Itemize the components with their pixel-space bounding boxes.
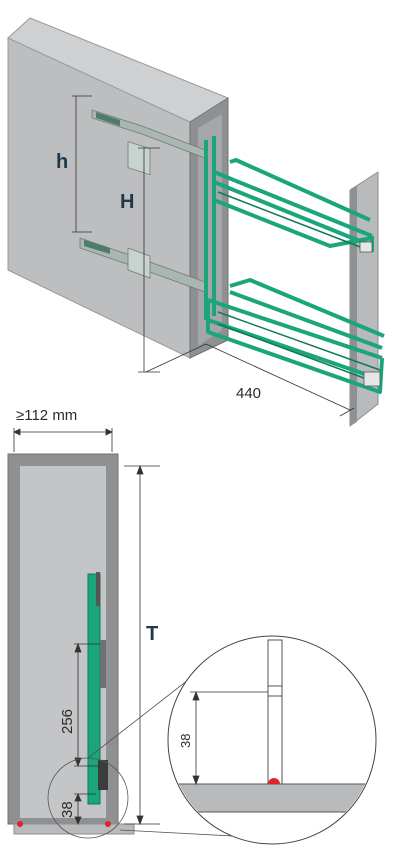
detail-panel-cap [267,685,283,697]
detail-marker [268,778,280,784]
label-spacing: 256 [59,709,76,734]
front-elevation: ≥112 mm T 256 [7,407,377,845]
dimension-H [138,147,160,373]
dimension-bottom-offset [74,792,96,826]
label-depth: 440 [236,385,261,402]
dimension-h [72,95,92,233]
pullout-bracket-bottom [98,760,108,790]
basket-inner-rails [217,191,381,385]
upper-runner [91,109,206,176]
pullout-runner [96,572,100,606]
label-detail-offset: 38 [178,734,193,748]
label-min-width: ≥112 mm [16,407,77,424]
detail-panel [267,639,283,785]
dimension-depth [145,343,355,417]
detail-magnify: 38 [167,635,377,845]
pullout-door-face [350,186,357,426]
detail-dimension [190,690,268,786]
label-T: T [146,623,158,645]
detail-floor [169,783,375,813]
pullout-green-panel [87,573,101,805]
label-bottom-offset: 38 [59,801,76,818]
pullout-bracket-top [100,640,106,688]
marker-dot-right [105,821,111,827]
upper-clip [359,241,373,253]
dimension-T [124,464,160,826]
floor-plinth [13,823,135,835]
label-H: H [120,191,134,213]
lower-clip [363,371,381,387]
marker-dot-left [17,821,23,827]
dimension-min-width [13,428,113,452]
green-basket-frame [204,136,385,394]
dimension-spacing [74,642,100,768]
label-h: h [56,151,68,173]
isometric-cabinet: h H 440 [7,17,385,428]
